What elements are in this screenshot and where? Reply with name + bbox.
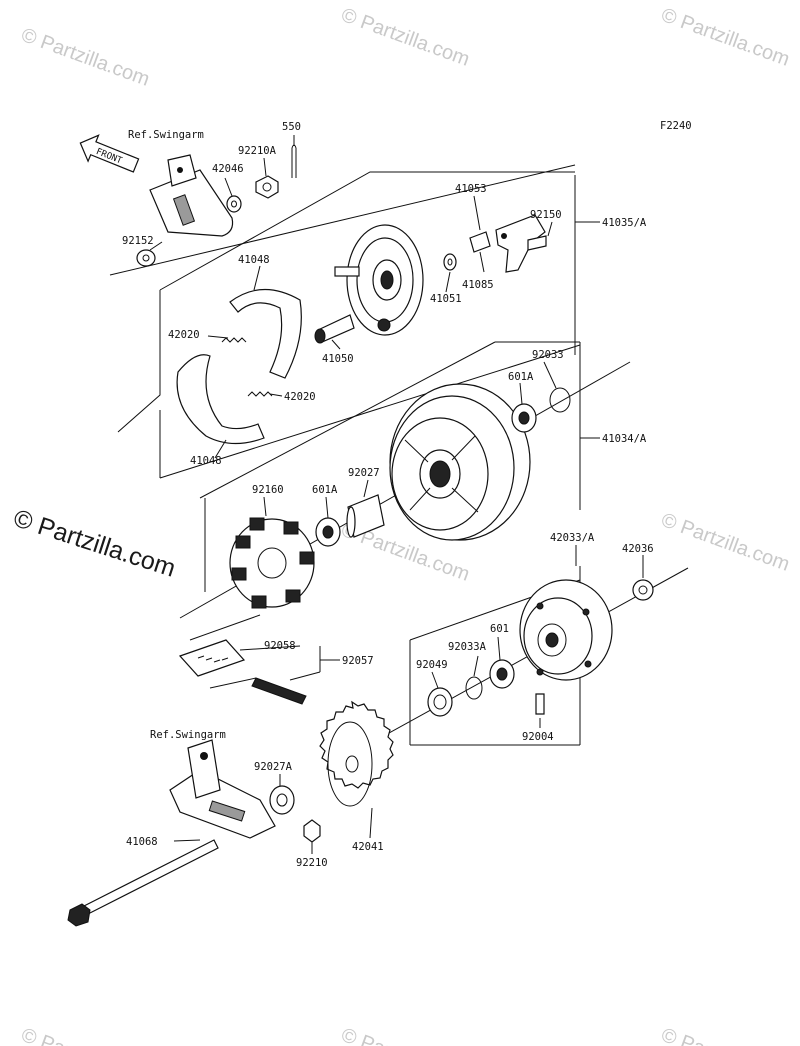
label-41051[interactable]: 41051 (430, 293, 462, 305)
spacer-92027 (346, 494, 385, 538)
label-42041[interactable]: 42041 (352, 841, 384, 853)
bolt-92150 (527, 235, 547, 251)
label-42033A[interactable]: 42033/A (550, 532, 595, 544)
cotter-pin-550 (291, 144, 297, 178)
figure-code: F2240 (660, 120, 692, 132)
brake-panel-41050 (314, 224, 424, 344)
label-41048-bottom[interactable]: 41048 (190, 455, 222, 467)
collar-92027A (269, 785, 295, 815)
label-92033A[interactable]: 92033A (448, 641, 487, 653)
watermark-tile: © Partzilla.com (18, 24, 152, 91)
label-92152[interactable]: 92152 (122, 235, 154, 247)
label-92057[interactable]: 92057 (342, 655, 374, 667)
ref-swingarm-top-label: Ref.Swingarm (128, 129, 204, 141)
label-550[interactable]: 550 (282, 121, 301, 133)
indicator-41085 (469, 231, 491, 253)
brake-shoe-upper-41048 (229, 288, 302, 379)
label-92058[interactable]: 92058 (264, 640, 296, 652)
watermark-tile: © Partzilla.com (18, 1024, 152, 1046)
label-42020-lower[interactable]: 42020 (284, 391, 316, 403)
label-601A-right[interactable]: 601A (508, 371, 534, 383)
label-92210[interactable]: 92210 (296, 857, 328, 869)
label-42036[interactable]: 42036 (622, 543, 654, 555)
label-41068[interactable]: 41068 (126, 836, 158, 848)
label-42046[interactable]: 42046 (212, 163, 244, 175)
coupling-42033 (519, 579, 613, 681)
nut-92210A (255, 175, 279, 199)
label-92004[interactable]: 92004 (522, 731, 554, 743)
label-41050[interactable]: 41050 (322, 353, 354, 365)
label-601A-left[interactable]: 601A (312, 484, 338, 496)
cam-lever-41053 (495, 214, 546, 273)
circlip-92033A (465, 676, 483, 700)
watermark-tile: © Partzilla.com (658, 4, 792, 71)
label-41053[interactable]: 41053 (455, 183, 487, 195)
wheel-hub-41034 (389, 383, 531, 541)
brake-panel-group-frame (109, 164, 600, 479)
label-92150[interactable]: 92150 (530, 209, 562, 221)
watermark-tile: © Partzilla.com (658, 1024, 792, 1046)
label-92049[interactable]: 92049 (416, 659, 448, 671)
part-labels: Ref.Swingarm 550 92210A 42046 92152 4105… (122, 121, 654, 869)
label-92027[interactable]: 92027 (348, 467, 380, 479)
watermark-tile: © Partzilla.com (338, 1024, 472, 1046)
watermark-tile: © Partzilla.com (338, 4, 472, 71)
label-41034A[interactable]: 41034/A (602, 433, 647, 445)
label-92160[interactable]: 92160 (252, 484, 284, 496)
nut-92210 (303, 819, 321, 843)
washer-42046 (226, 195, 242, 213)
spring-42020-lower (247, 391, 273, 397)
bearing-601 (489, 659, 515, 689)
spring-42020-upper (221, 337, 247, 343)
label-601[interactable]: 601 (490, 623, 509, 635)
stud-92004 (535, 693, 545, 715)
brake-shoe-lower-41048 (176, 354, 265, 445)
collar-92152 (136, 249, 156, 267)
sprocket-42041 (319, 700, 394, 807)
watermark-tile: © Partzilla.com (658, 509, 792, 576)
axle-41068 (67, 839, 219, 927)
label-41035A[interactable]: 41035/A (602, 217, 647, 229)
collar-42036 (632, 579, 654, 601)
label-92033[interactable]: 92033 (532, 349, 564, 361)
label-42020-upper[interactable]: 42020 (168, 329, 200, 341)
bearing-601A-right (511, 403, 537, 433)
label-41085[interactable]: 41085 (462, 279, 494, 291)
seal-41051 (443, 253, 457, 271)
swingarm-ref-bottom (169, 739, 276, 839)
circlip-92033 (549, 387, 571, 413)
oil-seal-92049 (427, 687, 453, 717)
leader-lines (149, 135, 644, 854)
watermark-main: © Partzilla.com (10, 504, 179, 583)
label-92210A[interactable]: 92210A (238, 145, 277, 157)
bearing-601A-left (315, 517, 341, 547)
ref-swingarm-bottom-label: Ref.Swingarm (150, 729, 226, 741)
label-41048-top[interactable]: 41048 (238, 254, 270, 266)
drive-chain-92057 (178, 614, 307, 705)
damper-92160 (229, 517, 315, 609)
swingarm-ref-top (149, 154, 234, 237)
label-92027A[interactable]: 92027A (254, 761, 293, 773)
